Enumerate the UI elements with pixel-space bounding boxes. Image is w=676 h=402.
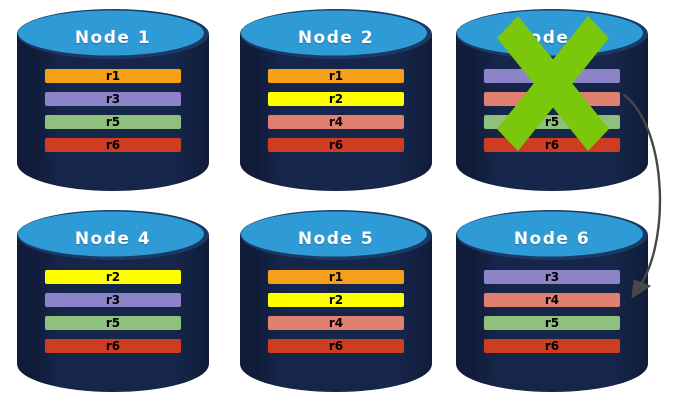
replica-row[interactable]: r1	[267, 68, 405, 84]
replica-row[interactable]: r3	[44, 91, 182, 107]
replica-row[interactable]: r4	[267, 315, 405, 331]
replica-row[interactable]: r4	[483, 91, 621, 107]
cylinder-top-face	[457, 211, 643, 257]
replica-row-list: r1 r3 r5 r6	[44, 68, 182, 160]
replica-row-list: r3 r4 r5 r6	[483, 68, 621, 160]
replica-row[interactable]: r2	[267, 91, 405, 107]
replica-row[interactable]: r4	[483, 292, 621, 308]
replica-row[interactable]: r1	[44, 68, 182, 84]
replica-row-list: r3 r4 r5 r6	[483, 269, 621, 361]
replica-row[interactable]: r5	[44, 114, 182, 130]
replica-row-list: r2 r3 r5 r6	[44, 269, 182, 361]
replica-row[interactable]: r3	[483, 68, 621, 84]
replica-row[interactable]: r5	[44, 315, 182, 331]
replica-row[interactable]: r3	[44, 292, 182, 308]
replica-row[interactable]: r6	[483, 137, 621, 153]
replica-row[interactable]: r2	[267, 292, 405, 308]
replica-row[interactable]: r2	[44, 269, 182, 285]
cylinder-top-face	[241, 10, 427, 56]
replica-row[interactable]: r6	[267, 338, 405, 354]
replica-row[interactable]: r6	[44, 137, 182, 153]
replica-row[interactable]: r6	[483, 338, 621, 354]
replica-row[interactable]: r1	[267, 269, 405, 285]
cylinder-top-face	[457, 10, 643, 56]
replica-row[interactable]: r6	[44, 338, 182, 354]
replica-row-list: r1 r2 r4 r6	[267, 68, 405, 160]
replica-row[interactable]: r6	[267, 137, 405, 153]
cylinder-top-face	[241, 211, 427, 257]
replica-row[interactable]: r5	[483, 315, 621, 331]
replica-row[interactable]: r5	[483, 114, 621, 130]
cylinder-top-face	[18, 10, 204, 56]
replica-row[interactable]: r4	[267, 114, 405, 130]
replica-row[interactable]: r3	[483, 269, 621, 285]
replica-row-list: r1 r2 r4 r6	[267, 269, 405, 361]
cylinder-top-face	[18, 211, 204, 257]
